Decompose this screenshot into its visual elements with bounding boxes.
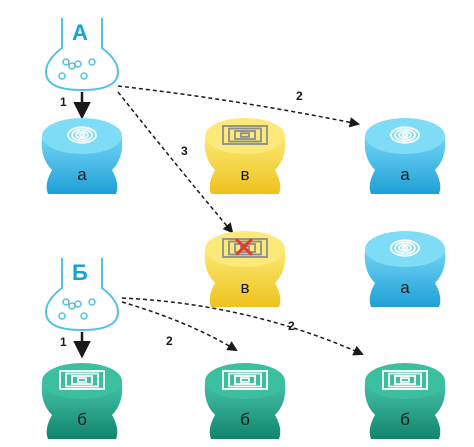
receptor-label: б — [240, 410, 250, 429]
receptor-middle-middle: в — [204, 231, 286, 307]
receptor-body — [364, 251, 446, 307]
receptor-body — [364, 383, 446, 439]
receptor-bottom-middle: б — [204, 363, 286, 439]
receptor-label: в — [240, 165, 249, 184]
receptor-label: в — [240, 278, 249, 297]
step-b-down: 1 — [60, 335, 67, 349]
concentric-circles-icon — [67, 126, 97, 144]
nested-squares-icon — [59, 370, 105, 390]
cross-icon — [235, 238, 253, 256]
concentric-circles-icon — [390, 239, 420, 257]
receptor-label: а — [400, 165, 410, 184]
receptor-body — [41, 138, 123, 194]
receptor-body — [364, 138, 446, 194]
step-a-down: 1 — [60, 95, 67, 109]
molecules-b — [58, 298, 96, 320]
receptor-label: б — [400, 410, 410, 429]
flask-b-outline — [44, 258, 120, 332]
flask-a-outline — [44, 18, 120, 92]
molecules-a — [58, 58, 96, 80]
receptor-label: б — [77, 410, 87, 429]
arrow-b-to-middle — [121, 301, 238, 352]
receptor-body — [204, 251, 286, 307]
flask-a-label: А — [72, 20, 88, 45]
arrow-a-to-middle — [117, 91, 234, 234]
receptor-label: а — [77, 165, 87, 184]
receptor-top-right: а — [364, 118, 446, 194]
step-a-to-right: 2 — [296, 89, 303, 103]
nested-squares-icon — [382, 370, 428, 390]
receptor-body — [41, 383, 123, 439]
receptor-top-middle: в — [204, 118, 286, 194]
flask-b: Б — [44, 258, 120, 332]
receptor-body — [204, 138, 286, 194]
concentric-circles-icon — [390, 126, 420, 144]
flask-b-label: Б — [72, 260, 88, 285]
arrow-b-to-right — [121, 297, 364, 356]
step-a-to-middle: 3 — [181, 144, 188, 158]
arrow-a-to-right — [117, 85, 361, 128]
receptor-top-left: а — [41, 118, 123, 194]
receptor-body — [204, 383, 286, 439]
receptor-bottom-right: б — [364, 363, 446, 439]
flask-a: А — [44, 18, 120, 92]
nested-squares-icon — [222, 370, 268, 390]
receptor-middle-right: а — [364, 231, 446, 307]
receptor-bottom-left: б — [41, 363, 123, 439]
step-b-to-right: 2 — [288, 319, 295, 333]
step-b-to-middle: 2 — [166, 334, 173, 348]
nested-squares-icon — [222, 125, 268, 145]
receptor-label: а — [400, 278, 410, 297]
